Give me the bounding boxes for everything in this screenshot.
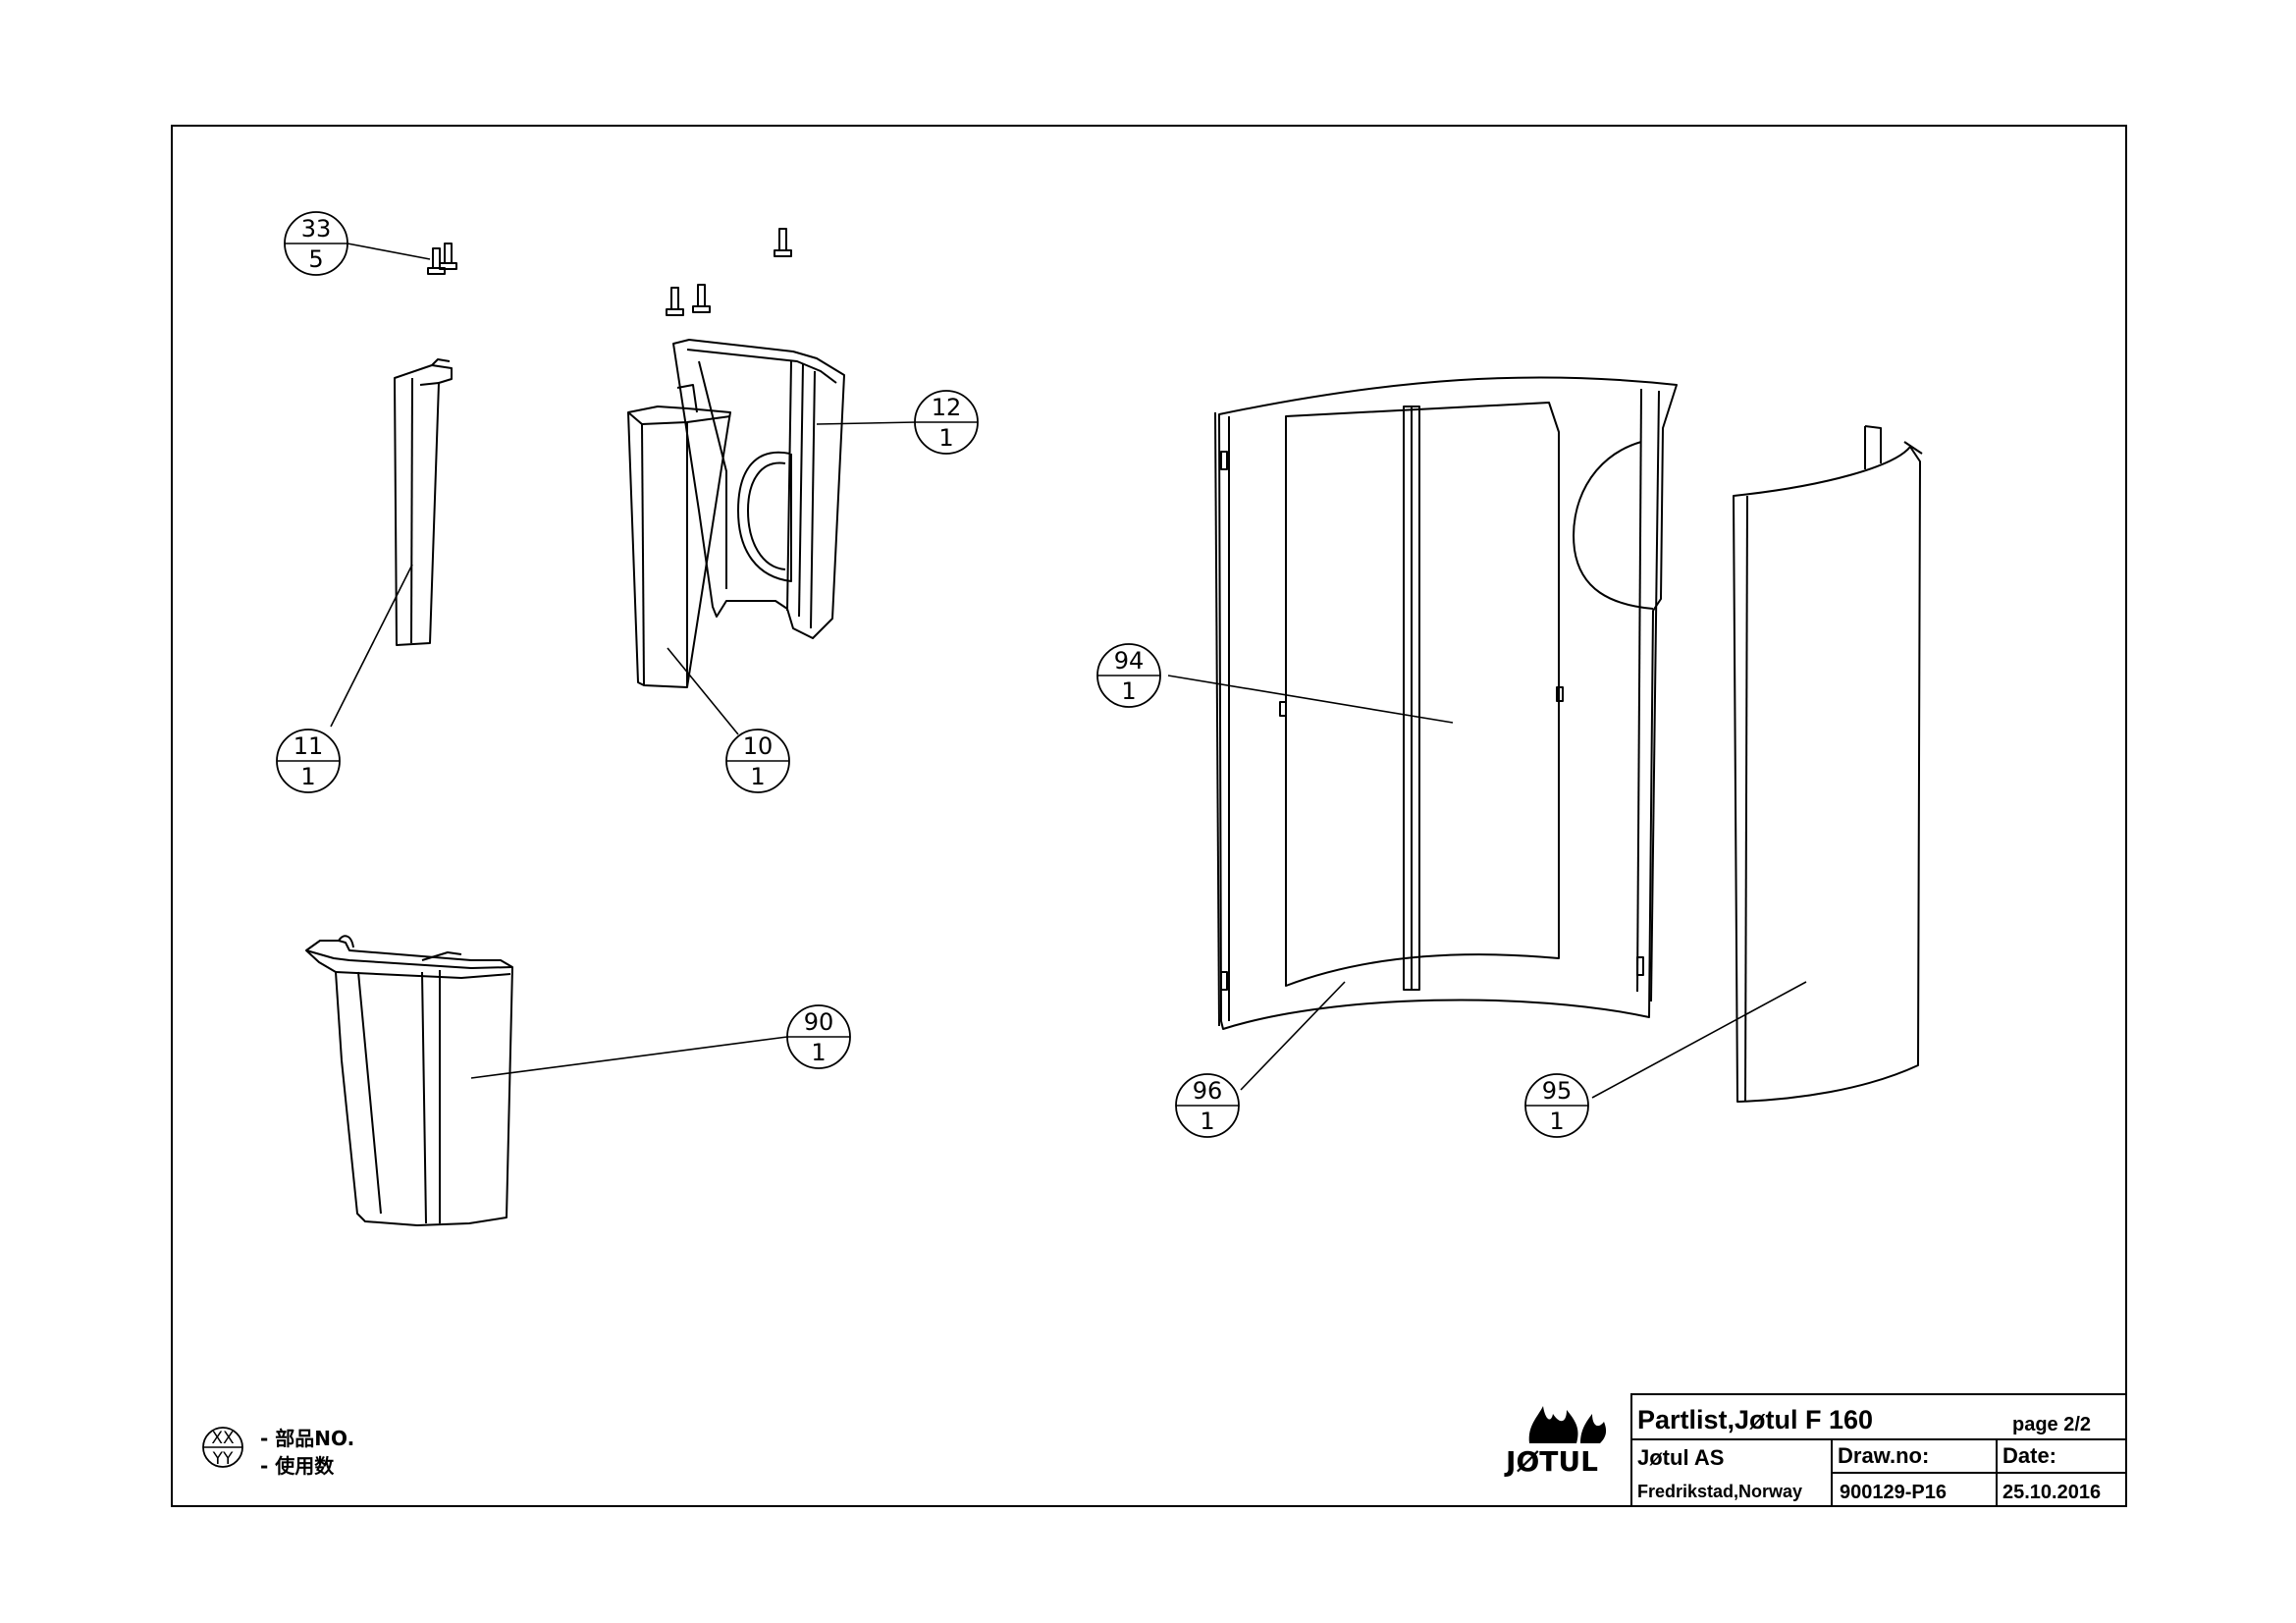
balloon-11: 111 xyxy=(276,729,341,793)
balloon-part-number: 94 xyxy=(1114,647,1145,675)
balloon-94: 941 xyxy=(1096,643,1161,708)
balloon-part-number: 12 xyxy=(932,394,962,421)
page-number: page 2/2 xyxy=(2012,1414,2091,1435)
company-name: Jøtul AS xyxy=(1637,1445,1724,1470)
drawno-label: Draw.no: xyxy=(1838,1443,1929,1468)
balloon-10: 101 xyxy=(725,729,790,793)
balloon-95: 951 xyxy=(1524,1073,1589,1138)
balloon-quantity: 1 xyxy=(811,1039,826,1066)
balloon-12: 121 xyxy=(914,390,979,455)
legend-bottom-text: - 使用数 xyxy=(260,1454,335,1478)
balloon-part-number: 33 xyxy=(301,215,332,243)
balloon-quantity: 1 xyxy=(750,763,765,790)
leader-lines xyxy=(330,243,1807,1099)
balloon-part-number: 10 xyxy=(743,732,774,760)
balloon-part-number: 90 xyxy=(804,1008,834,1036)
drawing-title: Partlist,Jøtul F 160 xyxy=(1637,1405,1873,1434)
balloon-quantity: 5 xyxy=(308,245,323,273)
legend-top-symbol: XX xyxy=(211,1429,235,1448)
shield-part-95 xyxy=(1733,425,1923,1103)
leader-96 xyxy=(1240,981,1346,1091)
wall-part-90 xyxy=(305,935,513,1226)
leader-90 xyxy=(470,1036,788,1079)
column-part-10 xyxy=(627,384,731,688)
balloon-part-number: 95 xyxy=(1542,1077,1573,1105)
balloon-quantity: 1 xyxy=(1200,1108,1214,1135)
balloon-quantity: 1 xyxy=(1549,1108,1564,1135)
leader-10 xyxy=(667,647,739,735)
drawing-border xyxy=(171,125,2127,1507)
company-location: Fredrikstad,Norway xyxy=(1637,1482,1802,1501)
leader-95 xyxy=(1591,981,1807,1099)
jotul-logo: JØTUL xyxy=(1504,1406,1607,1478)
leader-12 xyxy=(816,421,918,425)
drawno-value: 900129-P16 xyxy=(1840,1482,1947,1503)
balloon-quantity: 1 xyxy=(1121,677,1136,705)
legend-top-text: - 部品NO. xyxy=(260,1427,354,1450)
leader-33 xyxy=(347,243,431,260)
flame-icon xyxy=(1528,1406,1607,1443)
legend: XX YY - 部品NO. - 使用数 xyxy=(202,1427,354,1478)
balloon-33: 335 xyxy=(284,211,348,276)
screw-part-33 xyxy=(427,228,792,316)
legend-bottom-symbol: YY xyxy=(212,1449,234,1469)
balloon-part-number: 96 xyxy=(1193,1077,1223,1105)
balloon-90: 901 xyxy=(786,1004,851,1069)
title-block-text: Partlist,Jøtul F 160 page 2/2 Jøtul AS F… xyxy=(1637,1405,2101,1503)
strip-part-11 xyxy=(394,358,453,646)
shell-part-94-96 xyxy=(1214,376,1678,1030)
leader-11 xyxy=(330,564,413,728)
date-label: Date: xyxy=(2002,1443,2056,1468)
date-value: 25.10.2016 xyxy=(2002,1482,2101,1503)
title-block xyxy=(1630,1393,2127,1507)
panel-part-12 xyxy=(672,339,845,639)
balloon-part-number: 11 xyxy=(294,732,324,760)
logo-text: JØTUL xyxy=(1504,1445,1598,1478)
balloon-quantity: 1 xyxy=(300,763,315,790)
balloon-quantity: 1 xyxy=(938,424,953,452)
balloon-96: 961 xyxy=(1175,1073,1240,1138)
leader-94 xyxy=(1167,675,1454,724)
